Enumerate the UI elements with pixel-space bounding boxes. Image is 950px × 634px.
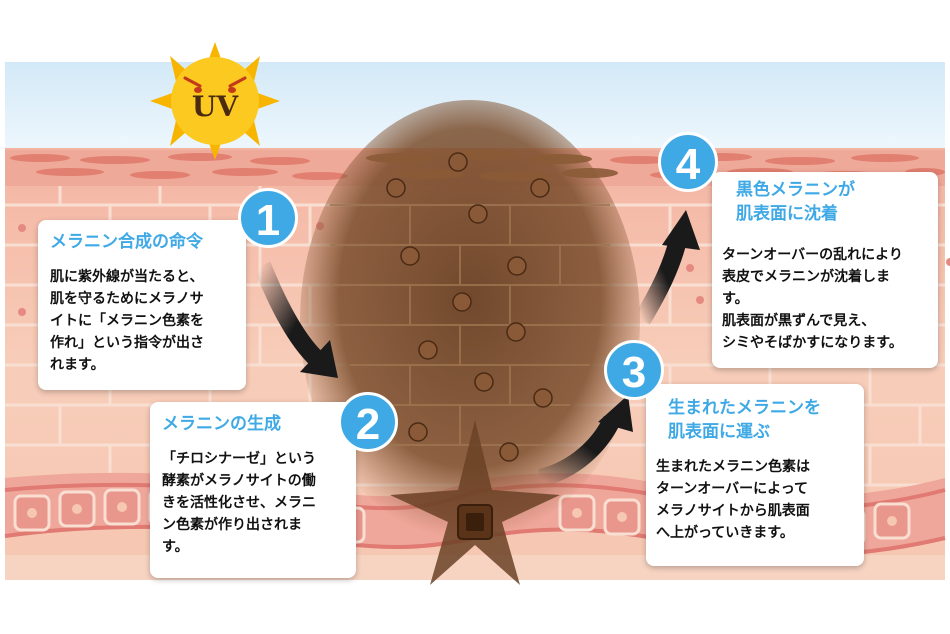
step-2-badge: 2 — [338, 392, 398, 452]
step-3-card: 生まれたメラニンを 肌表面に運ぶ 生まれたメラニン色素は ターンオーバーによって… — [646, 384, 864, 566]
step-3-badge: 3 — [604, 340, 664, 400]
step-1-body: 肌に紫外線が当たると、 肌を守るためにメラノサ イトに「メラニン色素を 作れ」と… — [50, 269, 204, 373]
step-2-title: メラニンの生成 — [162, 414, 281, 434]
step-2-body: 「チロシナーゼ」という 酵素がメラノサイトの働 きを活性化させ、メラニ ン色素が… — [162, 451, 316, 555]
step-1-title: メラニン合成の命令 — [50, 232, 203, 252]
arrow-3-to-4 — [634, 210, 700, 325]
step-4-title: 黒色メラニンが 肌表面に沈着 — [736, 180, 855, 224]
step-2-card: メラニンの生成 「チロシナーゼ」という 酵素がメラノサイトの働 きを活性化させ、… — [150, 402, 356, 578]
step-4-body: ターンオーバーの乱れにより 表皮でメラニンが沈着しま す。 肌表面が黒ずんで見え… — [722, 247, 903, 351]
arrow-1-to-2 — [253, 261, 338, 378]
step-3-body: 生まれたメラニン色素は ターンオーバーによって メラノサイトから肌表面 へ上がっ… — [656, 459, 810, 541]
uv-label: UV — [191, 90, 239, 123]
sun-icon — [150, 42, 280, 160]
step-1-card: メラニン合成の命令 肌に紫外線が当たると、 肌を守るためにメラノサ イトに「メラ… — [38, 220, 246, 390]
arrow-2-to-3 — [537, 395, 633, 487]
step-4-badge: 4 — [658, 132, 718, 192]
step-1-badge: 1 — [238, 188, 298, 248]
step-3-title: 生まれたメラニンを 肌表面に運ぶ — [668, 398, 821, 442]
step-4-card: 黒色メラニンが 肌表面に沈着 ターンオーバーの乱れにより 表皮でメラニンが沈着し… — [712, 172, 938, 368]
